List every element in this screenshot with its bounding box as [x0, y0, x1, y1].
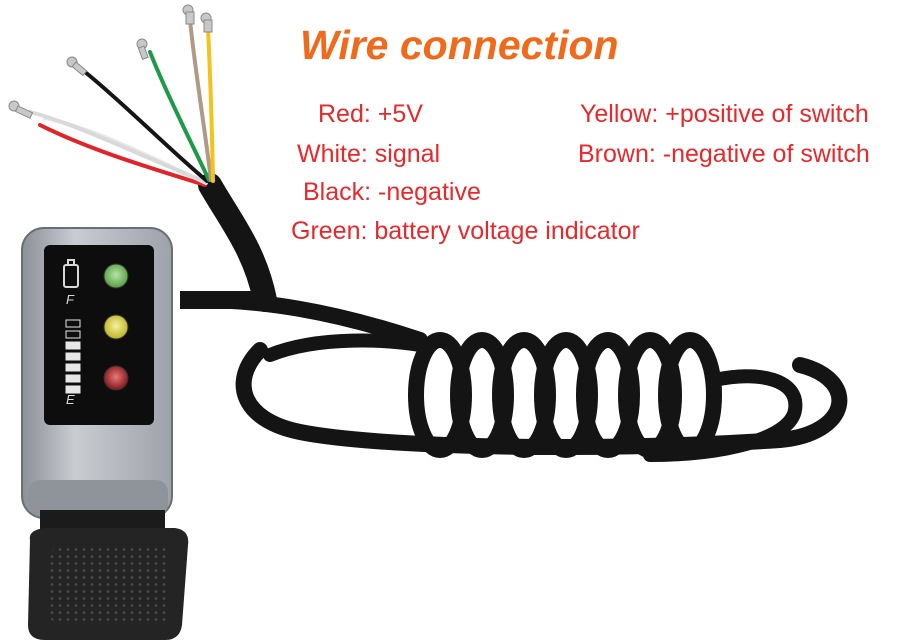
yellow-wire — [206, 26, 215, 183]
wire-terminals — [8, 4, 213, 119]
thumb-paddle — [28, 510, 189, 640]
red-wire — [38, 123, 207, 187]
label-green: Green: battery voltage indicator — [291, 217, 640, 245]
brown-wire — [188, 18, 213, 182]
battery-level-bar — [65, 385, 81, 394]
label-white: White: signal — [297, 140, 441, 168]
black-wire — [83, 70, 209, 183]
title: Wire connection — [300, 22, 619, 68]
battery-level-bar — [65, 341, 81, 350]
label-black: Black: -negative — [303, 178, 481, 206]
led-yellow — [103, 314, 129, 340]
white-wire-2 — [28, 110, 208, 184]
empty-mark: E — [66, 392, 75, 407]
label-red: Red: +5V — [318, 100, 423, 128]
battery-level-bars — [65, 319, 81, 394]
wires — [28, 18, 215, 187]
coiled-cable — [192, 292, 848, 462]
label-yellow: Yellow: +positive of switch — [580, 100, 869, 128]
battery-icon — [63, 259, 79, 288]
battery-level-bar — [65, 363, 81, 372]
battery-level-bar — [65, 330, 81, 339]
label-brown: Brown: -negative of switch — [578, 140, 870, 168]
green-wire — [148, 50, 211, 182]
main-cable — [198, 173, 277, 312]
throttle-housing — [21, 227, 173, 519]
battery-level-bar — [65, 352, 81, 361]
led-red — [103, 365, 129, 391]
battery-level-bar — [65, 374, 81, 383]
battery-level-bar — [65, 319, 81, 328]
display-panel — [44, 245, 154, 425]
full-mark: F — [66, 292, 75, 307]
led-green — [103, 263, 129, 289]
